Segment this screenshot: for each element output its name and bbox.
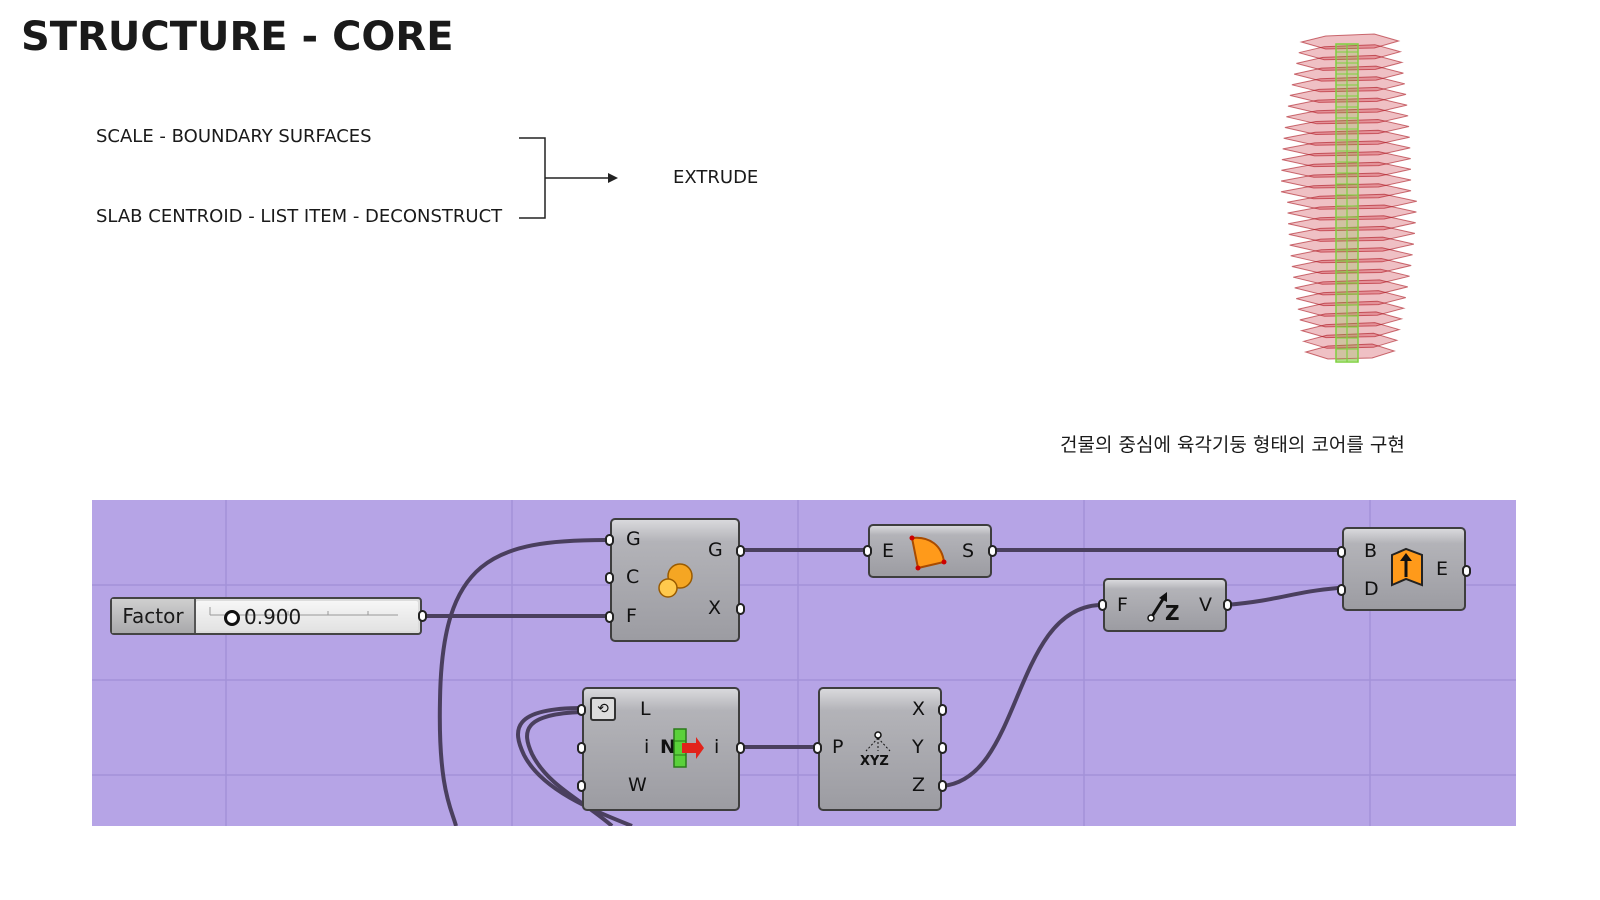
page-title: STRUCTURE - CORE (21, 14, 454, 60)
extrude-grip-d[interactable] (1337, 584, 1346, 596)
unitz-output-v: V (1199, 594, 1212, 616)
unitz-input-f: F (1117, 594, 1128, 616)
wire-z-to-unitz (941, 603, 1100, 788)
listitem-grip-w[interactable] (577, 780, 586, 792)
tower-slab (1281, 161, 1412, 178)
slider-label: Factor (112, 599, 196, 633)
scale-grip-c[interactable] (605, 572, 614, 584)
listitem-input-w: W (628, 774, 647, 796)
boundary-surface-icon (909, 535, 947, 571)
wire-geometry-to-scale (437, 538, 607, 826)
scale-icon (658, 563, 693, 598)
tower-slab (1280, 172, 1412, 189)
extrude-output-e: E (1436, 558, 1449, 580)
scale-grip-out-x[interactable] (736, 603, 745, 615)
tower-slab (1291, 76, 1405, 93)
listitem-output-i: i (714, 736, 720, 758)
list-item-component[interactable]: ⟲ L i W i N (577, 687, 745, 811)
step-centroid-deconstruct: SLAB CENTROID - LIST ITEM - DECONSTRUCT (96, 206, 503, 227)
listitem-grip-out[interactable] (736, 742, 745, 754)
slider-output-grip[interactable] (418, 610, 427, 622)
tower-slab (1299, 33, 1401, 50)
tower-slab (1281, 151, 1411, 168)
tower-core-render (1280, 33, 1417, 363)
deconstruct-grip-z[interactable] (938, 780, 947, 792)
wrap-toggle-icon[interactable]: ⟲ (590, 697, 616, 721)
extrude-input-b: B (1364, 540, 1378, 562)
tower-slab (1289, 86, 1407, 103)
slider-ticks (209, 607, 398, 616)
extrude-icon (1391, 547, 1423, 587)
scale-grip-f[interactable] (605, 611, 614, 623)
scale-input-f: F (626, 605, 637, 627)
listitem-input-i: i (644, 736, 650, 758)
scale-component[interactable]: G C F G X (605, 518, 745, 642)
boundary-grip-in[interactable] (863, 545, 872, 557)
listitem-input-l: L (640, 698, 651, 720)
deconstruct-grip-x[interactable] (938, 704, 947, 716)
scale-output-g: G (708, 539, 723, 561)
wires (422, 538, 1339, 826)
deconstruct-point-icon: XYZ (860, 731, 891, 769)
slider-value: 0.900 (244, 605, 302, 629)
boundary-output-s: S (962, 540, 975, 562)
scale-grip-out-g[interactable] (736, 545, 745, 557)
deconstruct-input-p: P (832, 736, 844, 758)
extrude-input-d: D (1364, 578, 1379, 600)
listitem-index-letter: N (660, 736, 676, 758)
grasshopper-canvas[interactable]: Factor 0.900 G C F G X E S (92, 500, 1516, 826)
step-extrude: EXTRUDE (673, 167, 759, 188)
deconstruct-output-y: Y (912, 736, 924, 758)
unit-z-component[interactable]: F V Z (1098, 578, 1232, 632)
process-brace-arrow (519, 137, 618, 219)
scale-grip-g[interactable] (605, 534, 614, 546)
canvas-grid (92, 500, 1516, 826)
listitem-grip-i[interactable] (577, 742, 586, 754)
extrude-grip-b[interactable] (1337, 546, 1346, 558)
deconstruct-output-x: X (912, 698, 926, 720)
scale-output-x: X (708, 597, 722, 619)
slider-track[interactable]: 0.900 (196, 601, 418, 631)
deconstruct-point-component[interactable]: P X Y Z XYZ (813, 687, 947, 811)
hexagonal-core (1335, 43, 1359, 363)
scale-input-c: C (626, 566, 640, 588)
description-text: 건물의 중심에 육각기둥 형태의 코어를 구현 (1060, 434, 1405, 456)
scale-input-g: G (626, 528, 641, 550)
deconstruct-grip-y[interactable] (938, 742, 947, 754)
unitz-grip-in[interactable] (1098, 599, 1107, 611)
boundary-surfaces-component[interactable]: E S (863, 524, 997, 578)
wire-unitz-to-extrude (1225, 586, 1339, 607)
boundary-grip-out[interactable] (988, 545, 997, 557)
unit-z-icon: Z (1147, 592, 1180, 624)
deconstruct-output-z: Z (912, 774, 926, 796)
unitz-grip-out[interactable] (1223, 599, 1232, 611)
slider-knob[interactable] (224, 610, 240, 626)
factor-slider[interactable]: Factor 0.900 (110, 597, 427, 635)
step-scale-boundary: SCALE - BOUNDARY SURFACES (96, 126, 372, 147)
extrude-component[interactable]: B D E (1337, 527, 1471, 611)
listitem-grip-l[interactable] (577, 704, 586, 716)
svg-text:Z: Z (1165, 601, 1180, 624)
boundary-input-e: E (882, 540, 895, 562)
extrude-grip-out[interactable] (1462, 565, 1471, 577)
tower-slab (1303, 343, 1396, 360)
tower-slabs (1280, 33, 1417, 360)
list-item-icon (673, 728, 704, 768)
deconstruct-grip-in[interactable] (813, 742, 822, 754)
deconstruct-icon-text: XYZ (860, 754, 889, 769)
